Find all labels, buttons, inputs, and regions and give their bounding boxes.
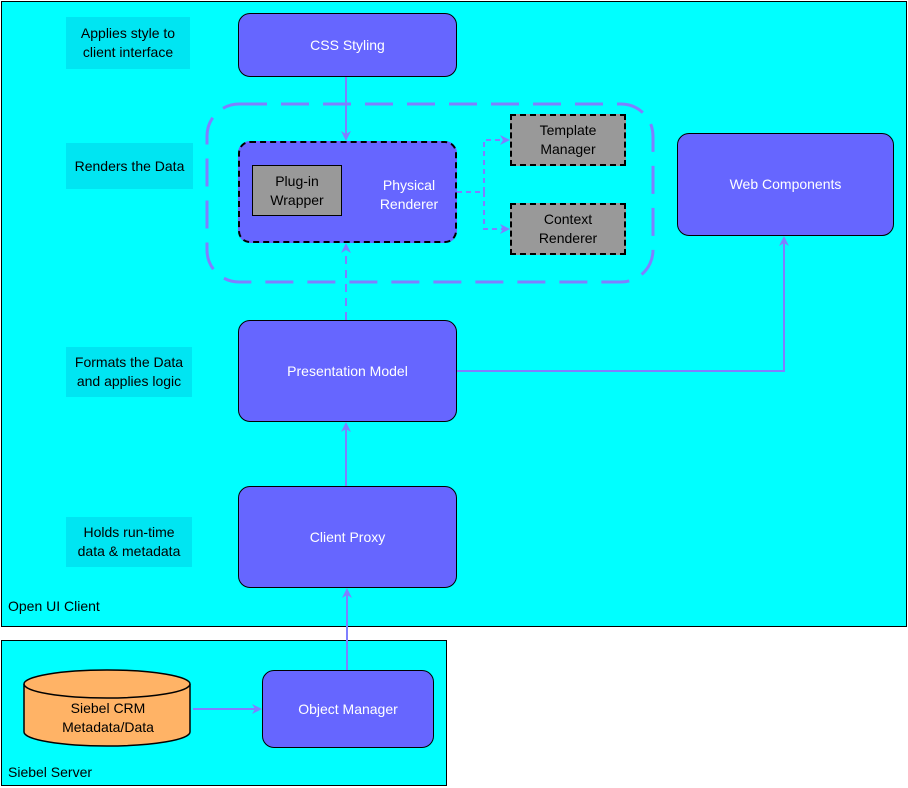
siebel-crm-database [23,669,191,747]
object-manager-box: Object Manager [262,670,434,748]
web-components-box: Web Components [677,133,894,236]
plugin-wrapper-box: Plug-in Wrapper [252,165,342,216]
note-holds-runtime: Holds run-time data & metadata [66,517,192,567]
note-renders-data: Renders the Data [66,143,193,189]
siebel-crm-database-label: Siebel CRM Metadata/Data [62,700,154,735]
template-manager-box: Template Manager [510,114,626,166]
open-ui-client-label: Open UI Client [8,598,100,614]
css-styling-box: CSS Styling [238,13,457,77]
physical-renderer-label: Physical Renderer [379,177,439,212]
client-proxy-box: Client Proxy [238,486,457,588]
note-formats-data: Formats the Data and applies logic [66,347,192,397]
context-renderer-box: Context Renderer [510,203,626,255]
presentation-model-box: Presentation Model [238,320,457,422]
note-applies-style: Applies style to client interface [66,17,190,69]
siebel-server-label: Siebel Server [8,764,93,780]
